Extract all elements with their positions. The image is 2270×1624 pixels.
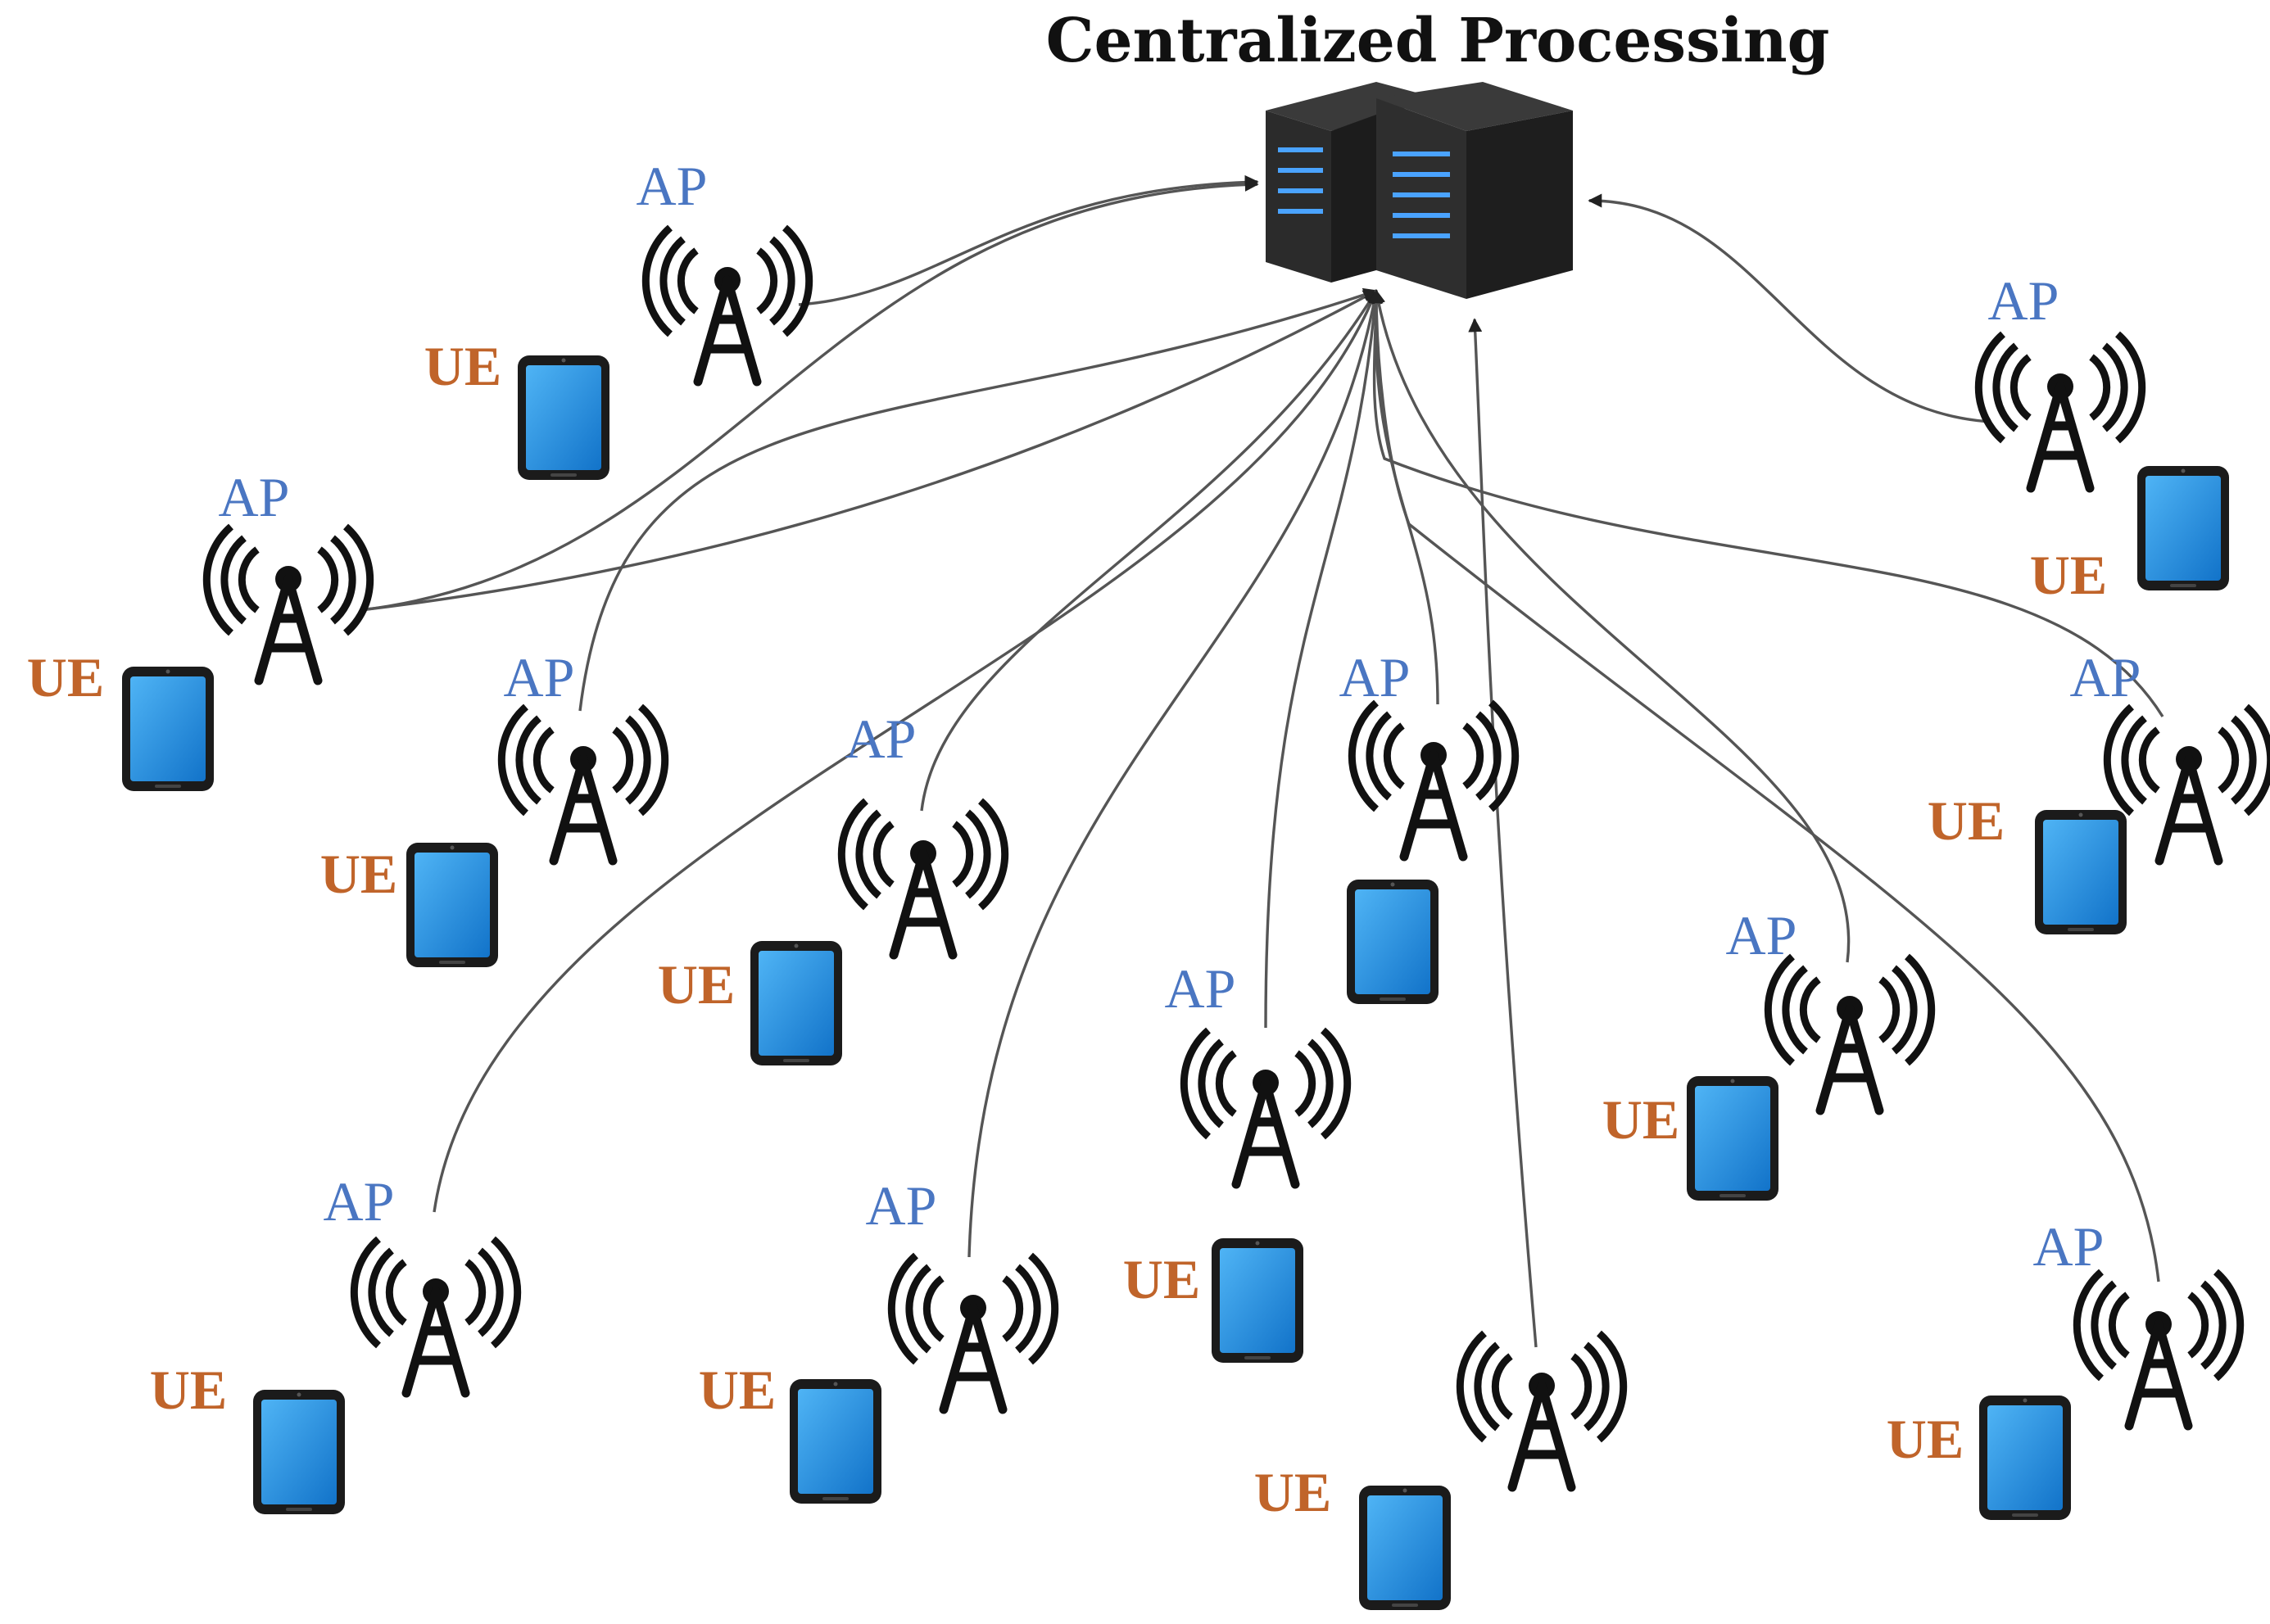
ap-label: AP xyxy=(2033,1215,2105,1278)
ue-label: UE xyxy=(1928,789,2005,852)
ap-12 xyxy=(1460,1333,1623,1487)
fronthaul-links xyxy=(360,174,2164,1348)
ue-3: UE xyxy=(320,843,498,967)
tablet-icon xyxy=(790,1379,881,1504)
antenna-tower-icon xyxy=(646,228,809,382)
tablet-icon xyxy=(253,1390,345,1514)
tablet-icon xyxy=(750,941,842,1065)
ap-4: AP xyxy=(841,708,1004,955)
ap-6: AP xyxy=(1978,269,2141,488)
ap-2: AP xyxy=(206,466,369,681)
ap-10: AP xyxy=(324,1170,518,1393)
antenna-tower-icon xyxy=(206,527,369,681)
link-11 xyxy=(1468,318,1538,1348)
ap-label: AP xyxy=(845,708,917,770)
ap-7: AP xyxy=(2070,646,2270,861)
ue-label: UE xyxy=(1123,1248,1200,1310)
antenna-tower-icon xyxy=(1184,1030,1347,1184)
link-2 xyxy=(1588,193,1991,423)
antenna-tower-icon xyxy=(1352,703,1515,857)
ap-label: AP xyxy=(1988,269,2059,332)
server-icon xyxy=(1266,82,1573,299)
link-3 xyxy=(360,177,1259,612)
ue-11: UE xyxy=(699,1359,881,1504)
ap-label: AP xyxy=(1726,904,1797,966)
ap-label: AP xyxy=(1339,646,1411,708)
ap-label: AP xyxy=(219,466,290,528)
ap-1: AP xyxy=(637,155,809,382)
antenna-tower-icon xyxy=(841,801,1004,955)
ap-label: AP xyxy=(866,1174,937,1237)
ue-label: UE xyxy=(2030,544,2107,606)
antenna-tower-icon xyxy=(891,1255,1054,1409)
ap-label: AP xyxy=(637,155,708,217)
ue-13: UE xyxy=(1887,1396,2071,1520)
antenna-tower-icon xyxy=(1460,1333,1623,1487)
user-equipment: UE UE UE UE UE UE UE UE UE UE UE UE xyxy=(27,335,2229,1610)
ue-1: UE xyxy=(424,335,609,480)
ue-label: UE xyxy=(320,843,397,905)
ap-label: AP xyxy=(2070,646,2141,708)
ap-label: AP xyxy=(324,1170,395,1233)
ue-label: UE xyxy=(1254,1461,1331,1523)
link-14 xyxy=(1369,289,2160,1282)
tablet-icon xyxy=(1347,880,1439,1004)
tablet-icon xyxy=(2137,466,2229,590)
tablet-icon xyxy=(1359,1486,1451,1610)
link-10 xyxy=(1368,289,1439,705)
access-points: AP AP AP AP AP AP AP AP AP AP AP AP xyxy=(206,155,2270,1487)
ue-label: UE xyxy=(658,953,735,1016)
ap-5: AP xyxy=(1339,646,1516,857)
link-7 xyxy=(433,289,1379,1213)
tablet-icon xyxy=(1979,1396,2071,1520)
ap-8: AP xyxy=(1726,904,1932,1111)
ue-label: UE xyxy=(424,335,501,397)
ue-label: UE xyxy=(27,646,104,708)
ue-10: UE xyxy=(150,1359,345,1514)
ue-label: UE xyxy=(1602,1088,1679,1151)
link-4 xyxy=(578,287,1378,712)
ap-3: AP xyxy=(501,646,664,861)
ue-9: UE xyxy=(1123,1238,1303,1363)
antenna-tower-icon xyxy=(1768,957,1931,1111)
link-13 xyxy=(1369,289,2164,717)
tablet-icon xyxy=(1687,1076,1778,1201)
antenna-tower-icon xyxy=(501,707,664,861)
ue-4: UE xyxy=(658,941,842,1065)
antenna-tower-icon xyxy=(354,1239,517,1393)
ue-label: UE xyxy=(699,1359,776,1421)
ue-label: UE xyxy=(1887,1408,1964,1470)
tablet-icon xyxy=(518,355,609,480)
ap-9: AP xyxy=(1165,957,1348,1184)
tablet-icon xyxy=(2035,810,2127,934)
ap-label: AP xyxy=(504,646,575,708)
diagram-title: Centralized Processing xyxy=(1046,6,1830,76)
ap-13: AP xyxy=(2033,1215,2241,1426)
link-12 xyxy=(1371,289,1851,963)
antenna-tower-icon xyxy=(2077,1272,2240,1426)
link-1 xyxy=(798,174,1259,306)
ue-12: UE xyxy=(1254,1461,1451,1610)
tablet-icon xyxy=(1212,1238,1303,1363)
ue-label: UE xyxy=(150,1359,227,1421)
ue-7: UE xyxy=(1928,789,2127,934)
tablet-icon xyxy=(406,843,498,967)
antenna-tower-icon xyxy=(2107,707,2270,861)
link-8 xyxy=(967,289,1381,1258)
link-6 xyxy=(920,289,1378,812)
tablet-icon xyxy=(122,667,214,791)
antenna-tower-icon xyxy=(1978,334,2141,488)
link-5 xyxy=(360,289,1378,612)
ap-11: AP xyxy=(866,1174,1055,1409)
link-9 xyxy=(1264,289,1383,1029)
ue-5 xyxy=(1347,880,1439,1004)
ap-label: AP xyxy=(1165,957,1236,1020)
ue-8: UE xyxy=(1602,1076,1778,1201)
ue-6: UE xyxy=(2030,466,2229,606)
ue-2: UE xyxy=(27,646,214,791)
